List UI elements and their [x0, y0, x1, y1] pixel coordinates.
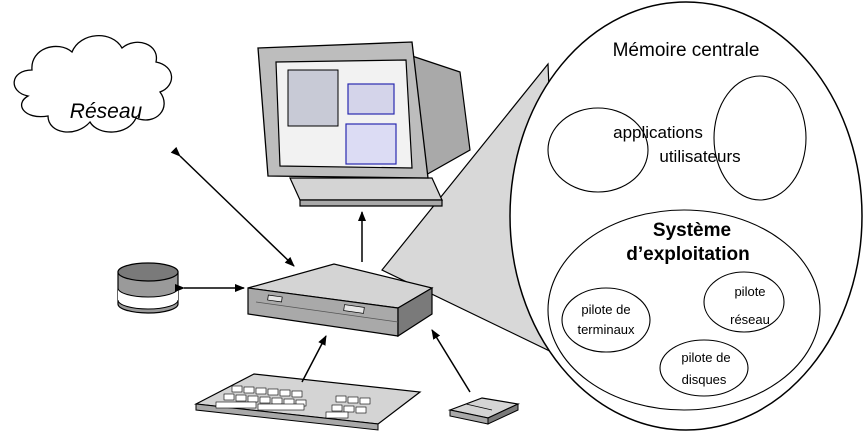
screen-window-blue-bottom — [345, 123, 397, 165]
network-cloud-icon — [13, 35, 173, 133]
app-ellipse-left — [547, 107, 649, 193]
mouse-icon — [447, 397, 521, 425]
driver-network-line1: pilote — [734, 284, 765, 299]
driver-terminals-ellipse — [561, 287, 651, 353]
arrow-mouse-unit — [431, 329, 471, 393]
driver-terminals-line2: terminaux — [577, 322, 635, 337]
screen-window-grey — [287, 69, 339, 127]
driver-disks-line1: pilote de — [681, 350, 730, 365]
memory-title: Mémoire centrale — [613, 40, 760, 61]
os-ellipse — [547, 209, 821, 411]
applications-label-line1: applications — [613, 123, 703, 142]
screen-window-blue-top — [347, 83, 395, 115]
driver-network-line2: réseau — [730, 312, 770, 327]
app-ellipse-right — [713, 75, 807, 201]
arrow-keyboard-unit — [301, 335, 327, 383]
central-unit-icon — [247, 263, 434, 338]
driver-disks-line2: disques — [682, 372, 727, 387]
driver-terminals-line1: pilote de — [581, 302, 630, 317]
applications-label-line2: utilisateurs — [659, 147, 740, 166]
driver-disks-ellipse — [659, 339, 749, 397]
os-title-line2: d’exploitation — [626, 244, 750, 265]
keyboard-icon — [193, 373, 422, 431]
driver-network-ellipse — [703, 271, 785, 333]
arrow-network-unit — [170, 146, 295, 267]
network-label: Réseau — [70, 100, 143, 123]
os-title-line1: Système — [653, 220, 731, 241]
zoom-circle — [509, 1, 863, 431]
disk-icon — [117, 262, 179, 314]
monitor-icon — [257, 41, 471, 207]
